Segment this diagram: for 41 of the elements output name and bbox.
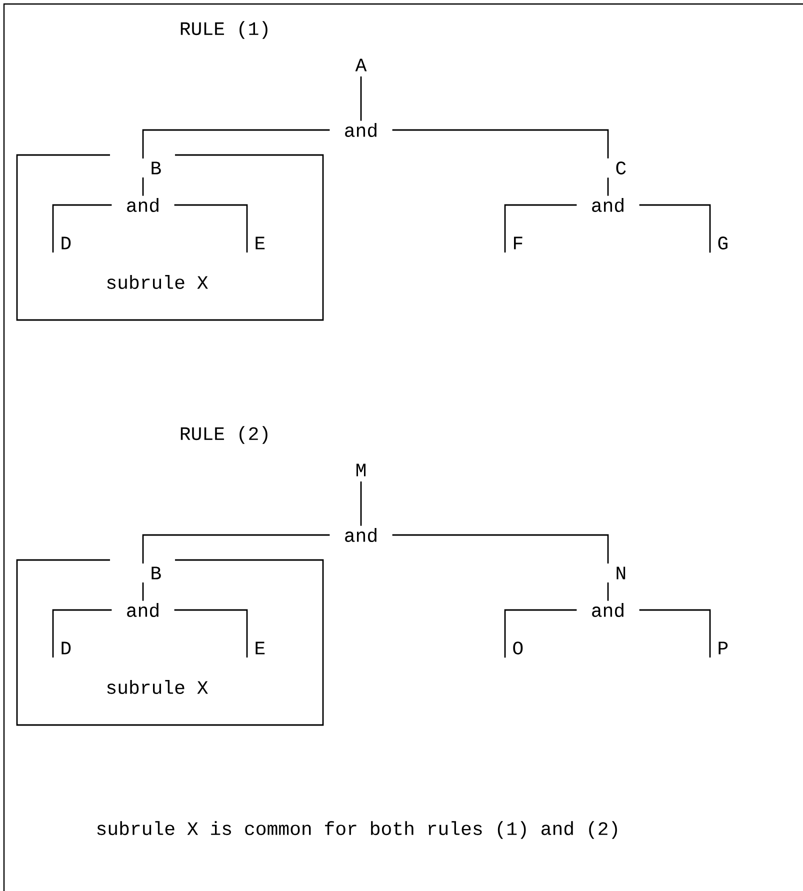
node-letter: B [152, 162, 161, 174]
and-operator: and [345, 123, 376, 137]
tree-connector [52, 204, 112, 252]
tree-connector [174, 609, 248, 658]
tree-connector [174, 204, 248, 252]
tree-connector [142, 129, 330, 159]
tree-connector [392, 129, 609, 158]
tree-connector [142, 177, 144, 196]
node-letter: M [356, 464, 366, 476]
node-letter: D [62, 236, 71, 250]
and-operator: and [127, 603, 158, 617]
and-operator: and [592, 198, 624, 212]
node-letter: E [256, 642, 265, 654]
tree-connector [607, 178, 609, 196]
node-letter: O [513, 642, 523, 654]
node-letter: F [514, 236, 522, 250]
rule-title: RULE (1) [180, 21, 268, 39]
tree-connector [504, 204, 577, 252]
node-letter: D [62, 642, 71, 654]
node-letter: P [718, 642, 728, 654]
node-letter: C [616, 162, 626, 174]
node-letter: N [616, 566, 626, 580]
tree-connector [392, 534, 609, 564]
tree-connector [607, 582, 609, 601]
and-operator: and [345, 528, 376, 542]
tree-connector [504, 609, 577, 658]
footnote-text: subrule X is common for both rules (1) and (2) [97, 821, 617, 839]
tree-connector [360, 481, 362, 526]
node-letter: B [152, 566, 161, 580]
tree-connector [360, 76, 362, 121]
rule-title: RULE (2) [180, 426, 268, 444]
node-letter: A [355, 58, 367, 72]
tree-connector [639, 204, 711, 253]
tree-connector [142, 582, 144, 601]
tree-connector [639, 609, 711, 658]
and-operator: and [592, 603, 624, 617]
tree-connector [52, 609, 112, 658]
tree-connector [142, 534, 330, 564]
and-operator: and [127, 198, 158, 212]
node-letter: G [718, 236, 728, 250]
node-letter: E [256, 236, 265, 250]
